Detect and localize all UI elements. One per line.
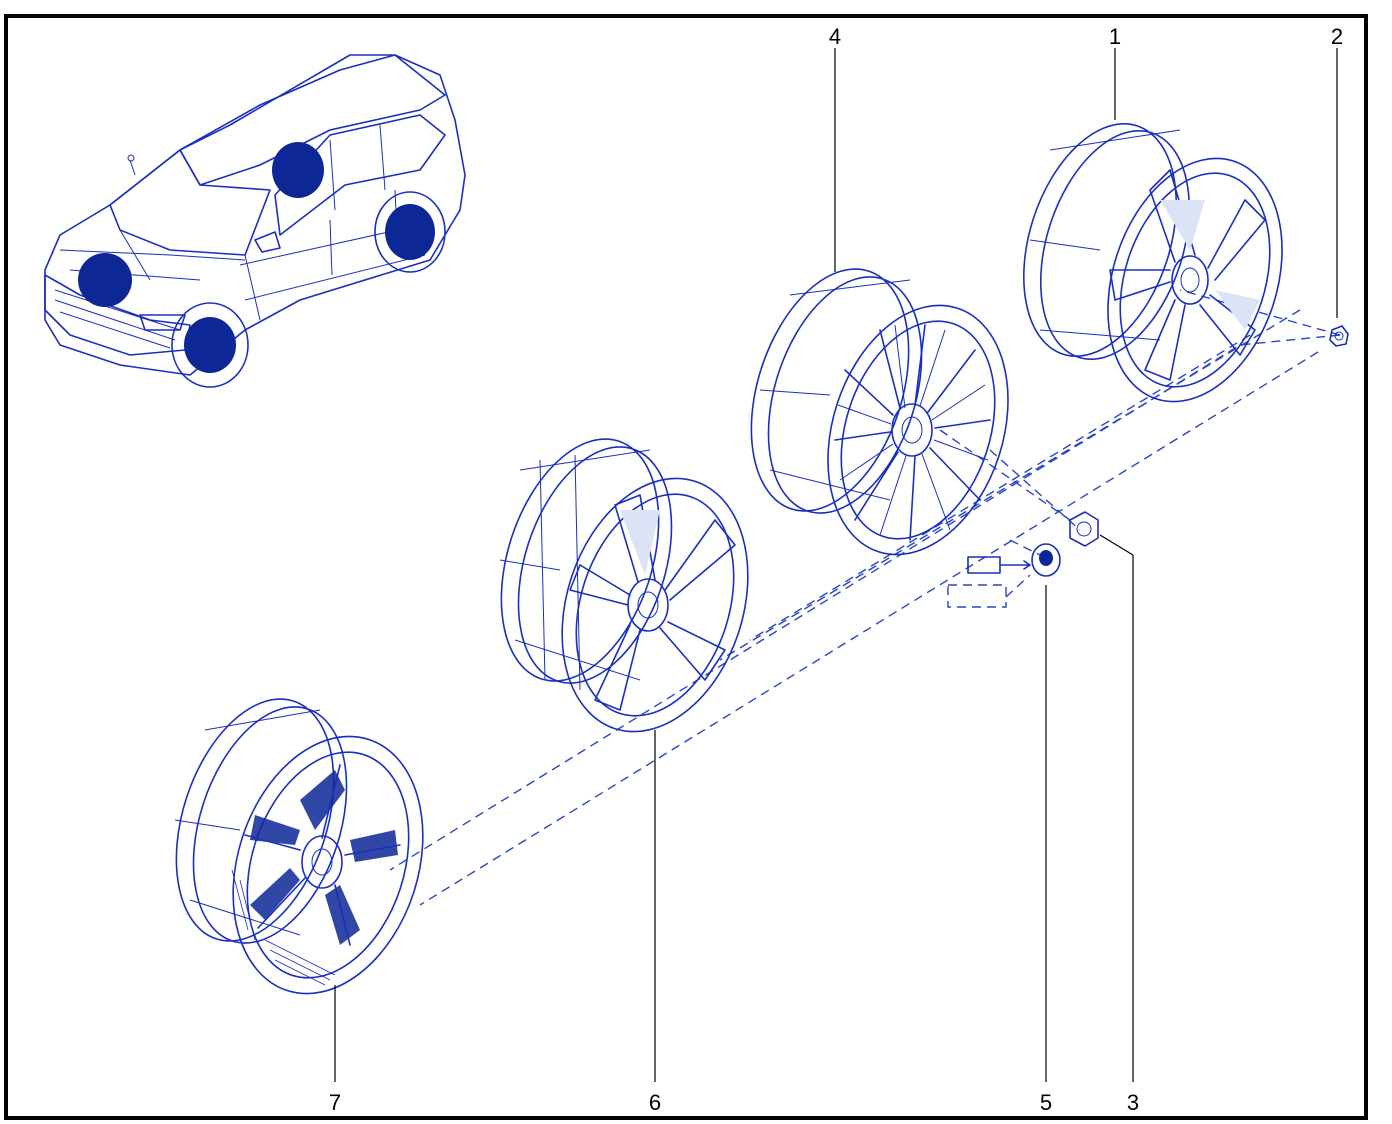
wheel-1	[1022, 123, 1283, 403]
callout-5: 5	[1040, 1090, 1052, 1115]
marker-front-left	[78, 253, 132, 307]
callout-6: 6	[649, 1090, 661, 1115]
wheel-nut-2	[1329, 325, 1349, 347]
callout-3: 3	[1127, 1090, 1139, 1115]
callout-7: 7	[329, 1090, 341, 1115]
wheel-7	[174, 698, 424, 995]
vehicle-locator	[44, 54, 466, 388]
wheel-4	[750, 268, 1009, 556]
callout-4: 4	[829, 24, 841, 49]
tpms-valve-5	[967, 543, 1061, 577]
wheel-6	[499, 438, 749, 733]
marker-rear-right	[385, 204, 435, 260]
diagram-frame	[4, 14, 1368, 1120]
callouts: 1 2 4 3 5 6 7	[329, 24, 1343, 1115]
marker-rear-left	[184, 317, 236, 373]
center-cap-3	[1069, 511, 1099, 547]
callout-1: 1	[1109, 24, 1121, 49]
callout-2: 2	[1331, 24, 1343, 49]
marker-front-right	[272, 142, 324, 198]
